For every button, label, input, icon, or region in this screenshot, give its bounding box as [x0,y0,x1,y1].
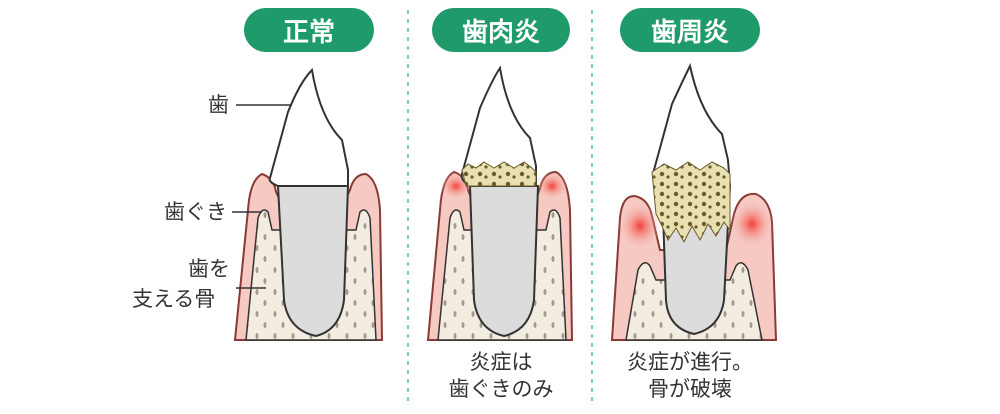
inflamed-gum-right [730,200,774,248]
root [468,185,540,338]
inflamed-gum-right [536,172,568,200]
label-gum: 歯ぐき [164,200,227,224]
plaque [651,161,731,244]
badge-gingivitis-label: 歯肉炎 [462,18,540,48]
caption-periodontitis-1: 炎症が進行。 [627,350,753,374]
badge-normal [244,8,374,52]
crown [268,67,349,187]
caption-gingivitis-1: 炎症は [470,350,533,374]
badge-periodontitis-label: 歯周炎 [651,18,729,48]
label-tooth: 歯 [208,93,229,117]
caption-periodontitis-2: 骨が破壊 [648,377,732,401]
crown [460,65,537,187]
badge-normal-label: 正常 [283,18,335,48]
root [276,185,350,338]
badge-periodontitis [620,8,760,52]
inflamed-gum-left [618,202,662,250]
badge-gingivitis [432,8,570,52]
caption-gingivitis-2: 歯ぐきのみ [449,377,554,401]
panel-gingivitis: 歯肉炎 炎症は 歯ぐきのみ [426,8,574,401]
panel-periodontitis: 歯周炎 炎症が進行。 骨が破壊 [610,8,778,401]
label-bone-2: 支える骨 [132,287,215,311]
panel-normal: 正常 歯 歯ぐき 歯を 支える骨 [132,8,384,341]
plaque [461,161,537,187]
label-bone-1: 歯を [188,257,230,281]
